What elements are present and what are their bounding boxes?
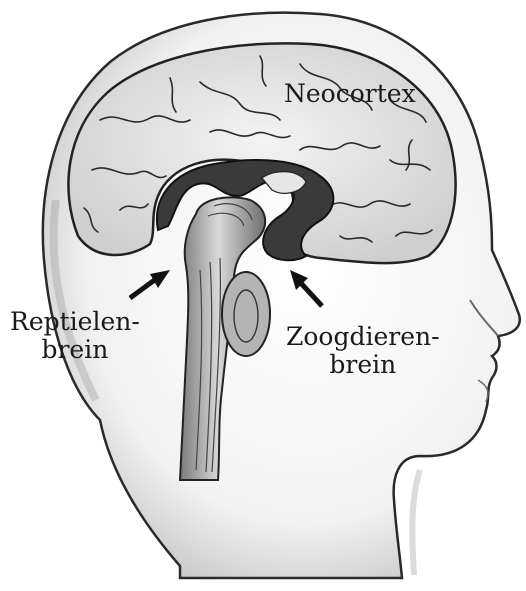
mammal-label-line1: Zoogdieren- <box>286 323 440 351</box>
pons-oval <box>222 272 270 356</box>
neocortex-label: Neocortex <box>284 80 416 108</box>
reptile-brain-label: Reptielen- brein <box>10 308 140 364</box>
reptile-label-line1: Reptielen- <box>10 308 140 336</box>
mammal-label-line2: brein <box>286 351 440 379</box>
neck-shading <box>412 470 420 575</box>
reptile-label-line2: brein <box>10 336 140 364</box>
mammal-brain-label: Zoogdieren- brein <box>286 323 440 379</box>
